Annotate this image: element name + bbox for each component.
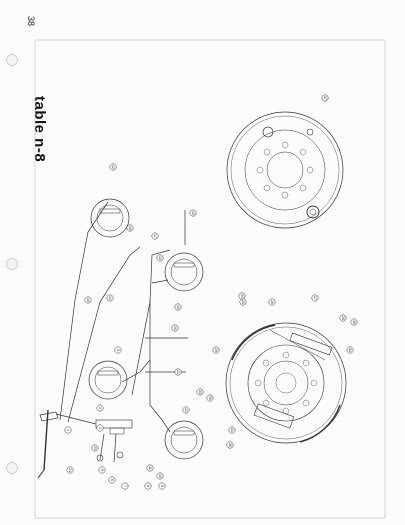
binder-hole-middle [6, 258, 18, 270]
callout-marker [158, 482, 166, 490]
callout-marker [109, 163, 117, 171]
callout-number: 12 [111, 165, 115, 169]
callout-number: 28 [341, 316, 345, 320]
callout-number: 3 [116, 349, 120, 351]
callout-marker [66, 466, 74, 474]
callout-marker [126, 224, 134, 232]
callout-marker [206, 394, 214, 402]
callout-marker [121, 482, 129, 490]
callout-number: 36 [228, 443, 232, 447]
callout-marker [226, 441, 234, 449]
callout-marker [144, 482, 152, 490]
page-frame [34, 39, 386, 519]
callout-number: 6 [110, 479, 114, 481]
brake-line-rear [121, 300, 151, 383]
wheel-brake-front-left [90, 198, 130, 238]
callout-marker [350, 318, 358, 326]
callout-number: 37 [323, 96, 327, 100]
callout-number: 25 [241, 300, 245, 304]
brake-line-left [59, 201, 109, 421]
callout-number: 35 [352, 320, 356, 324]
callout-marker [339, 314, 347, 322]
brake-pedal [37, 409, 59, 479]
callout-number: 20 [173, 326, 177, 330]
callout-number: 21 [176, 370, 180, 374]
callout-number: 23 [93, 446, 97, 450]
binder-hole-bottom [6, 462, 18, 474]
brake-backplate-view [226, 111, 344, 229]
callout-marker [321, 94, 329, 102]
callout-number: 24 [68, 468, 72, 472]
callout-number: 13 [158, 256, 162, 260]
callout-number: 34 [240, 294, 244, 298]
pushrod [55, 413, 124, 462]
callout-marker [171, 324, 179, 332]
callout-number: 7 [123, 485, 127, 487]
callout-number: 15 [191, 211, 195, 215]
callout-marker [98, 466, 106, 474]
callout-number: 30 [208, 396, 212, 400]
callout-marker [96, 404, 104, 412]
callout-marker [346, 346, 354, 354]
callout-number: 14 [108, 296, 112, 300]
callout-marker [114, 346, 122, 354]
callout-number: 31 [230, 428, 234, 432]
wheel-brake-rear-left [88, 360, 128, 400]
callout-marker [174, 368, 182, 376]
brake-piping-group [37, 198, 204, 479]
callout-marker [238, 292, 246, 300]
callout-marker [182, 406, 190, 414]
callout-marker [268, 298, 276, 306]
callout-marker [106, 294, 114, 302]
callout-marker [151, 232, 159, 240]
callout-number: 33 [198, 390, 202, 394]
brake-line-right [131, 249, 171, 396]
callout-number: 26 [270, 300, 274, 304]
brake-drum-shoes-view [225, 322, 347, 444]
callout-number: 10 [158, 474, 162, 478]
callout-marker [84, 296, 92, 304]
callout-number: 27 [313, 296, 317, 300]
callout-marker [64, 426, 72, 434]
callout-number: 19 [176, 305, 180, 309]
callout-number: 2 [98, 407, 102, 409]
callout-number: 32 [348, 348, 352, 352]
callout-number: 17 [153, 234, 157, 238]
master-cylinder [95, 419, 133, 463]
callout-marker [96, 424, 104, 432]
callout-number: 16 [86, 298, 90, 302]
callout-marker [156, 472, 164, 480]
brake-line-center [67, 246, 141, 423]
callout-number: 4 [66, 429, 70, 431]
callout-number: 22 [184, 408, 188, 412]
callout-marker [311, 294, 319, 302]
callout-number: 11 [148, 466, 152, 470]
binder-hole-top [6, 54, 18, 66]
wheel-brake-rear-right [164, 420, 204, 460]
brake-line-cross [151, 279, 169, 284]
callout-number: 1 [98, 427, 102, 429]
callout-marker [196, 388, 204, 396]
drum-bolt-holes [254, 351, 318, 415]
callout-marker [156, 254, 164, 262]
wheel-brake-front-right [164, 252, 204, 292]
callout-marker [91, 444, 99, 452]
brake-line-lower [149, 360, 171, 433]
callout-marker [189, 209, 197, 217]
backplate-bolt-holes [256, 141, 314, 199]
callout-number: 29 [214, 348, 218, 352]
callout-marker [212, 346, 220, 354]
callout-number: 18 [128, 226, 132, 230]
callout-marker [108, 476, 116, 484]
callout-number: 8 [146, 485, 150, 487]
callout-number: 5 [100, 469, 104, 471]
callout-marker [174, 303, 182, 311]
callout-number: 9 [160, 485, 164, 487]
callout-marker [146, 464, 154, 472]
callout-marker [228, 426, 236, 434]
